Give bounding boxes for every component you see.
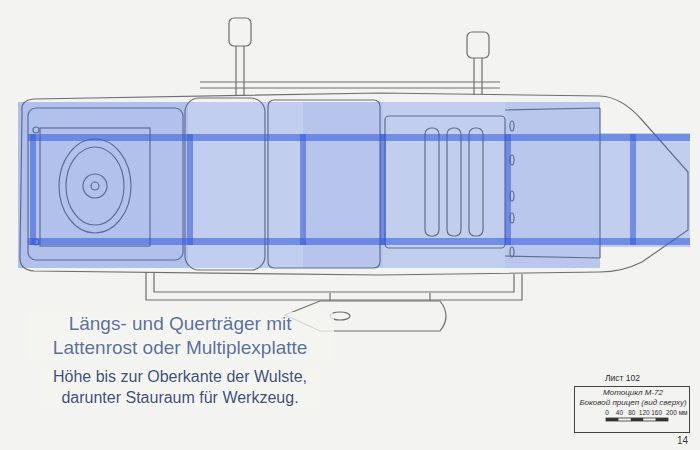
muffler-bracket (330, 293, 430, 301)
cross-beam (380, 134, 386, 245)
riser-tube (474, 58, 482, 95)
title-text: Мотоцикл М-72 (603, 389, 663, 398)
scale-number: 40 (616, 409, 623, 416)
sheet-number: 14 (677, 435, 688, 446)
annotation-text: Längs- und Querträger mit Lattenrost ode… (26, 312, 334, 360)
cross-beam (300, 134, 306, 245)
cross-beam (505, 134, 511, 245)
overlay-area (600, 133, 690, 247)
cross-beam (30, 134, 36, 245)
text-slot: Боковой прицеп (вид сверху) (579, 399, 686, 408)
text-slot: 0 (605, 409, 609, 416)
scale-number: 160 (651, 409, 662, 416)
text-slot: Лист 102 (605, 374, 640, 383)
scale-number: 200 мм (666, 409, 688, 416)
scale-number: 0 (605, 409, 609, 416)
riser-tube (236, 46, 244, 95)
label-slot: Höhe bis zur Oberkante der Wulste, darun… (40, 367, 320, 409)
label-slot: Längs- und Querträger mit Lattenrost ode… (26, 312, 334, 360)
scale-frame (606, 418, 668, 421)
title-text: Боковой прицеп (вид сверху) (579, 399, 686, 408)
beams (28, 134, 690, 245)
scale-number: 80 (628, 409, 635, 416)
text-slot: 160 (651, 409, 662, 416)
annotation-text: Höhe bis zur Oberkante der Wulste, darun… (40, 367, 320, 409)
lower-frame (146, 272, 522, 300)
scale-segment (631, 418, 643, 421)
platform-overlay (18, 102, 690, 268)
riser-clamp (229, 18, 251, 46)
title-text: Лист 102 (605, 374, 640, 383)
title-block: Лист 102Мотоцикл М-72Боковой прицеп (вид… (574, 386, 690, 433)
text-slot: 40 (616, 409, 623, 416)
longitudinal-beam (28, 238, 690, 245)
scale-segment (606, 418, 618, 421)
cross-beam (630, 134, 636, 245)
cross-beam (187, 134, 193, 245)
text-slot: 120 (639, 409, 650, 416)
scale-segment (656, 418, 668, 421)
text-slot: Мотоцикл М-72 (603, 389, 663, 398)
scale-number: 120 (639, 409, 650, 416)
longitudinal-beam (28, 134, 690, 141)
text-slot: 200 мм (666, 409, 688, 416)
top-rail (200, 82, 500, 88)
text-slot: 80 (628, 409, 635, 416)
scale-bar (606, 418, 668, 421)
label-slot: 14 (677, 435, 688, 446)
riser-clamp (467, 32, 489, 58)
